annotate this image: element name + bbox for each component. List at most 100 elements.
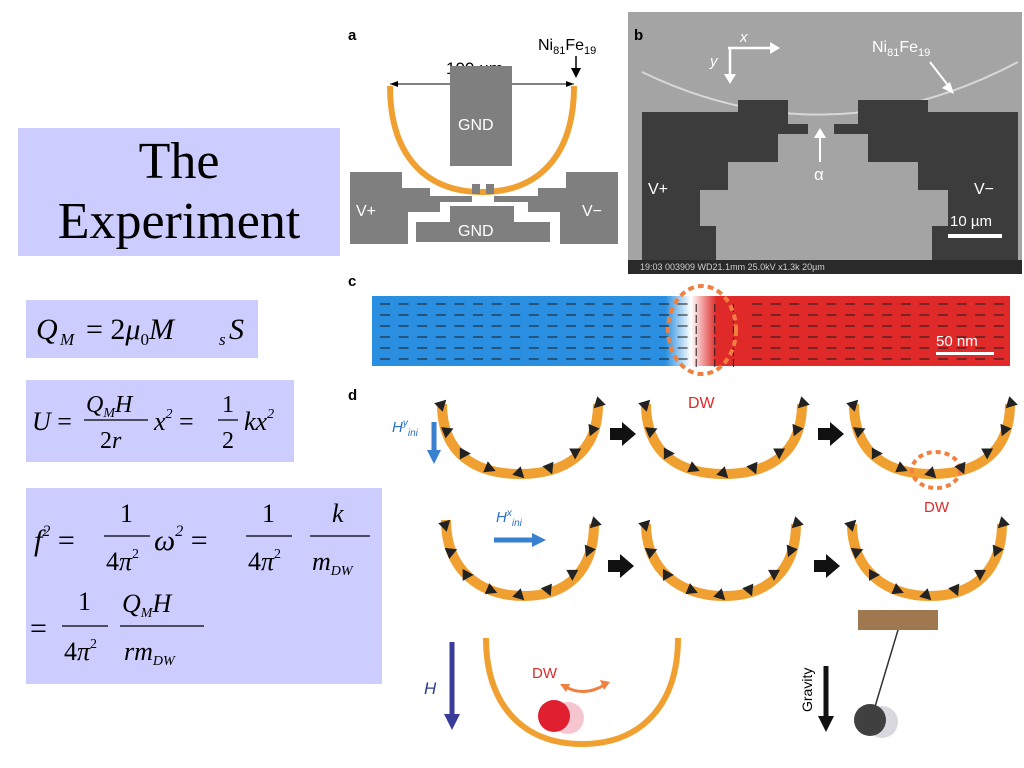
y-axis-arrow-head [724,74,736,84]
magnetization-arrow [791,516,804,529]
dw-row1: DW [924,499,950,516]
spin-arrows [380,303,1004,367]
eq1-rhs-sub: s [219,330,226,349]
magnetization-arrow [584,544,596,558]
contact-left [472,184,480,194]
eq2-den: 2r [100,428,122,454]
title-line-1: The [138,133,220,190]
sem-wire-arc [641,61,1019,116]
panel-a-material: Ni81Fe19 [538,37,596,57]
eq1-lhs: Q [36,313,58,346]
gnd-top-label: GND [458,117,494,134]
v-minus-electrode [494,172,618,244]
eq3-4pi2-b: 4π2 [248,547,281,576]
magnetization-arrow [992,544,1004,558]
eq1-lhs-sub: M [59,330,75,349]
magnetization-arrow [742,583,754,597]
magnetization-arrow [438,519,451,532]
panel-b: 19:03 003909 WD21.1mm 25.0kV x1.3k 20µm … [628,12,1022,274]
magnetization-arrow [919,588,932,601]
panel-a-letter: a [348,27,357,44]
panel-d: d Hyini DW Hxini H DW Gravity [348,387,1018,748]
panel-a: a 100 µm Ni81Fe19 GND GND V+ V− [348,27,618,244]
sem-scale-bar [948,234,1002,238]
magnetization-arrow [542,461,554,475]
equation-frequency-svg: f2 = 1 4π2 ω2 = 1 4π2 k mDW = 1 4π2 QMH … [30,499,370,669]
magnetization-arrow [662,568,674,581]
panel-a-v-plus: V+ [356,203,376,220]
equation-energy: U = QMH 2r x2 = 1 2 kx2 [26,380,294,462]
sem-alpha: α [814,165,824,184]
title-line-2: Experiment [57,193,301,250]
magnetization-arrow [786,544,798,558]
magnetization-arrow [441,427,454,439]
magnetization-arrow [1000,423,1012,437]
step-arrow-4 [814,554,840,578]
wire-row1-b [641,403,807,480]
magnetization-arrow [891,583,904,595]
eq2-half-den: 2 [222,428,234,454]
magnetization-arrow [713,588,726,601]
h-label: H [424,679,437,698]
panel-c-scale-bar [936,352,994,355]
magnetization-arrow [593,396,606,409]
h-arrow-head [444,714,460,730]
dw-bottom: DW [532,665,558,682]
step-arrow-3 [608,554,634,578]
equation-qm: Q M = 2μ0M s S [26,300,258,358]
magnetization-arrow [459,447,471,460]
magnetization-arrow [645,427,658,439]
panel-c-scale: 50 nm [936,333,978,350]
sem-material: Ni81Fe19 [872,39,930,59]
magnetization-arrow [644,547,658,560]
magnetization-arrow [974,569,987,581]
sem-v-minus: V− [974,181,994,198]
eq3-4pi2-a: 4π2 [106,547,139,576]
magnetization-arrow [997,516,1010,529]
domain-strip [372,296,1010,366]
panel-c-letter: c [348,273,356,290]
eq1-rhs: = 2μ0M [86,313,176,349]
contact-right [486,184,494,194]
magnetization-arrow [954,461,966,475]
sem-material-pointer-head [942,82,954,94]
dw-osc-head-left [560,684,570,692]
magnetization-arrow [462,568,474,581]
wire-row1-a [437,403,603,480]
magnetization-arrow [540,583,552,597]
magnetization-arrow [716,466,729,479]
equation-qm-svg: Q M = 2μ0M s S [36,313,244,349]
magnetization-arrow [566,569,579,581]
magnetization-arrow [746,461,758,475]
wire-arrows [434,396,1018,601]
sem-footer-bar [628,260,1022,274]
magnetization-arrow [687,461,700,473]
panel-b-letter: b [634,27,643,44]
x-axis-arrow-head [770,42,780,54]
sem-axis-x: x [739,29,748,46]
h-y-arrow-head [427,450,441,464]
h-x-ini: Hxini [496,508,523,529]
magnetization-arrow [868,568,880,581]
eq3-rmdw: rmDW [124,637,176,669]
magnetization-arrow [846,399,859,412]
wire-row2-b [641,523,801,602]
eq3-qmh: QMH [122,589,172,621]
equation-frequency: f2 = 1 4π2 ω2 = 1 4π2 k mDW = 1 4π2 QMH … [26,488,382,684]
wire-row3 [483,637,681,748]
magnetization-arrow [444,547,458,560]
dw-oscillation-arc [563,682,607,693]
eq3-k: k [332,499,344,528]
h-x-arrow-head [532,533,546,547]
magnetization-arrow [483,461,496,473]
magnetization-arrow [663,447,675,460]
magnetization-arrow [895,461,908,473]
gravity-label: Gravity [799,668,815,712]
material-pointer-head [571,68,581,78]
dimension-arrow-left [390,81,398,87]
eq2-kx2: kx2 [244,407,274,436]
wire-row2-a [441,519,599,602]
wire-row1-c [849,403,1015,480]
gravity-arrow-head [818,716,834,732]
sem-material-pointer [929,61,951,89]
